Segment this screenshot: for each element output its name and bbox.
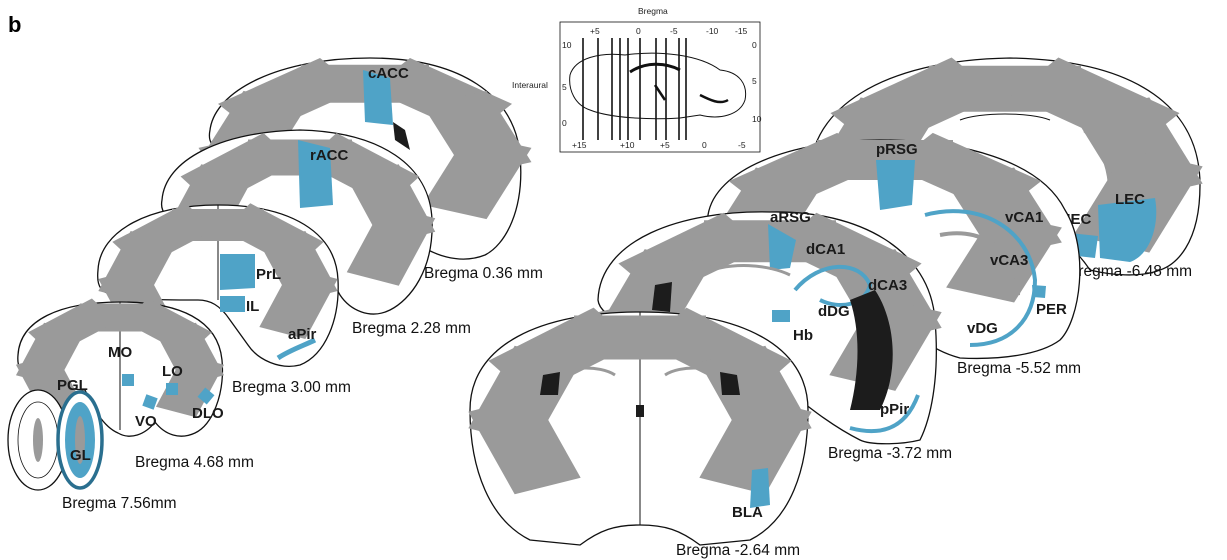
region-label-mo: MO xyxy=(108,344,132,361)
inset-bottom-tick: -5 xyxy=(738,140,746,150)
region-label-vo: VO xyxy=(135,413,157,430)
inset-bottom-tick: +10 xyxy=(620,140,635,150)
bregma-label-neg6-48: Bregma -6.48 mm xyxy=(1068,263,1192,280)
region-label-dca3: dCA3 xyxy=(868,277,907,294)
inset-top-tick: -15 xyxy=(735,26,748,36)
il-highlight xyxy=(220,296,245,312)
lo-highlight xyxy=(166,383,178,395)
bregma-label-0-36: Bregma 0.36 mm xyxy=(424,265,543,282)
inset-top-tick: -10 xyxy=(706,26,719,36)
section-bregma-neg2-64: BLA Bregma -2.64 mm xyxy=(470,312,808,559)
bregma-label-2-28: Bregma 2.28 mm xyxy=(352,320,471,337)
region-label-pgl: PGL xyxy=(57,377,88,394)
inset-right-tick: 5 xyxy=(752,76,757,86)
region-label-prl: PrL xyxy=(256,266,281,283)
inset-left-tick: 5 xyxy=(562,82,567,92)
bla-highlight xyxy=(750,468,770,508)
bregma-label-neg3-72: Bregma -3.72 mm xyxy=(828,445,952,462)
bregma-label-neg2-64: Bregma -2.64 mm xyxy=(676,542,800,559)
region-label-arsg: aRSG xyxy=(770,209,811,226)
inset-side-label: Interaural xyxy=(512,80,548,90)
region-label-racc: rACC xyxy=(310,147,349,164)
region-label-lo: LO xyxy=(162,363,183,380)
region-label-vca1: vCA1 xyxy=(1005,209,1043,226)
region-label-dca1: dCA1 xyxy=(806,241,845,258)
inset-sagittal-map: Bregma Interaural +5 0 -5 -10 -15 +15 +1… xyxy=(512,6,762,152)
panel-letter: b xyxy=(8,12,21,37)
inset-right-tick: 0 xyxy=(752,40,757,50)
region-label-ppir: pPir xyxy=(880,401,909,418)
region-label-lec: LEC xyxy=(1115,191,1145,208)
region-label-ddg: dDG xyxy=(818,303,850,320)
region-label-dlo: DLO xyxy=(192,405,224,422)
region-label-cacc: cACC xyxy=(368,65,409,82)
hb-highlight xyxy=(772,310,790,322)
inset-top-tick: +5 xyxy=(590,26,600,36)
bregma-label-neg5-52: Bregma -5.52 mm xyxy=(957,360,1081,377)
inset-left-tick: 10 xyxy=(562,40,572,50)
prl-highlight xyxy=(220,254,255,290)
region-label-prsg: pRSG xyxy=(876,141,918,158)
inset-top-tick: 0 xyxy=(636,26,641,36)
bregma-label-3-00: Bregma 3.00 mm xyxy=(232,379,351,396)
region-label-vca3: vCA3 xyxy=(990,252,1028,269)
inset-title: Bregma xyxy=(638,6,668,16)
inset-bottom-tick: +15 xyxy=(572,140,587,150)
region-label-per: PER xyxy=(1036,301,1067,318)
region-label-il: IL xyxy=(246,298,259,315)
prsg-highlight xyxy=(876,160,915,210)
bregma-label-4-68: Bregma 4.68 mm xyxy=(135,454,254,471)
inset-top-tick: -5 xyxy=(670,26,678,36)
inset-right-tick: 10 xyxy=(752,114,762,124)
inset-bottom-tick: +5 xyxy=(660,140,670,150)
inset-left-tick: 0 xyxy=(562,118,567,128)
region-label-bla: BLA xyxy=(732,504,763,521)
region-label-gl: GL xyxy=(70,447,91,464)
mo-highlight xyxy=(122,374,134,386)
region-label-vdg: vDG xyxy=(967,320,998,337)
region-label-apir: aPir xyxy=(288,326,317,343)
inset-bottom-tick: 0 xyxy=(702,140,707,150)
bregma-label-7-56: Bregma 7.56mm xyxy=(62,495,177,512)
per-highlight xyxy=(1032,285,1046,298)
region-label-hb: Hb xyxy=(793,327,813,344)
